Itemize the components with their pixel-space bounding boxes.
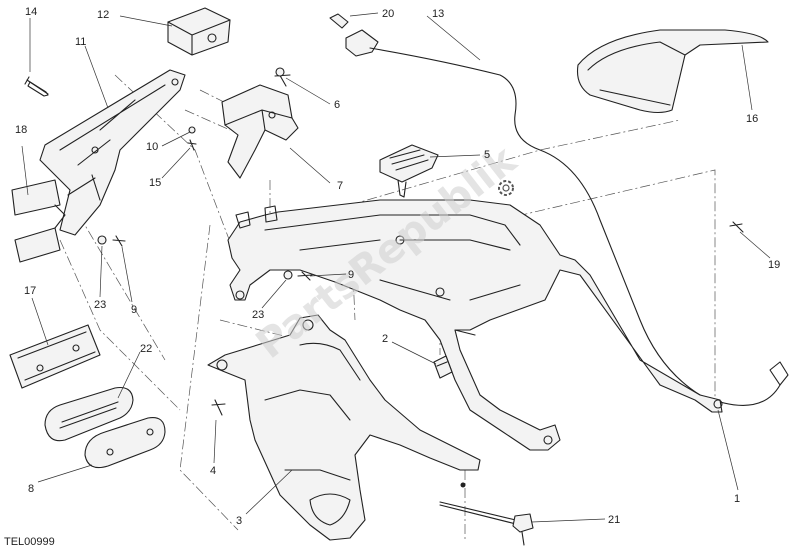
callout-17: 17 [24, 285, 36, 297]
callout-23-right: 23 [252, 309, 264, 321]
part-2-clip [433, 355, 453, 379]
part-6-head [275, 67, 285, 77]
callout-10: 10 [146, 141, 158, 153]
callout-22: 22 [140, 343, 152, 355]
callout-3: 3 [236, 515, 242, 527]
callout-9-left: 9 [131, 304, 137, 316]
callout-numbers: 14 12 11 20 13 6 10 15 7 5 16 18 23 9 9 … [15, 6, 780, 527]
part-16-tail-cover [576, 29, 769, 114]
part-21-cable-tie [439, 482, 534, 546]
callout-15: 15 [149, 177, 161, 189]
callout-9-right: 9 [348, 269, 354, 281]
fasteners [97, 71, 744, 416]
gear-icon [498, 180, 514, 196]
callout-4: 4 [210, 465, 216, 477]
callout-6: 6 [334, 99, 340, 111]
part-3-mudguard [207, 314, 481, 541]
part-5-rubber-block [379, 144, 439, 198]
callout-13: 13 [432, 8, 444, 20]
callout-2: 2 [382, 333, 388, 345]
part-18-reflector [11, 179, 66, 263]
part-4-screw [211, 399, 226, 416]
part-11-plate-holder [39, 69, 186, 236]
callout-1: 1 [734, 493, 740, 505]
callout-8: 8 [28, 483, 34, 495]
callout-19: 19 [768, 259, 780, 271]
assembly-lines [59, 74, 716, 540]
part-9-screw-left [112, 235, 126, 247]
leader-lines [21, 12, 771, 523]
callout-18: 18 [15, 124, 27, 136]
part-23-nut-left [97, 235, 107, 245]
part-22-plate-cover [44, 386, 134, 442]
callout-12: 12 [97, 9, 109, 21]
part-15-screw [187, 139, 197, 151]
part-1-rear-frame [227, 199, 723, 451]
part-10-washer [188, 126, 196, 134]
part-7-bracket [221, 84, 299, 179]
callout-5: 5 [484, 149, 490, 161]
callout-23-left: 23 [94, 299, 106, 311]
part-17-plate-light [9, 324, 101, 389]
part-9-screw-right [297, 271, 313, 281]
part-14-screw [24, 76, 49, 97]
part-23-nut-right [283, 270, 293, 280]
part-8-plate-housing [84, 417, 166, 469]
callout-11: 11 [75, 36, 86, 48]
callout-21: 21 [608, 514, 620, 526]
callout-20: 20 [382, 8, 394, 20]
drawing-code: TEL00999 [4, 536, 55, 548]
callout-7: 7 [337, 180, 343, 192]
callout-16: 16 [746, 113, 758, 125]
part-19-screw [729, 221, 744, 233]
callout-14: 14 [25, 6, 37, 18]
part-12-connector [167, 7, 231, 56]
